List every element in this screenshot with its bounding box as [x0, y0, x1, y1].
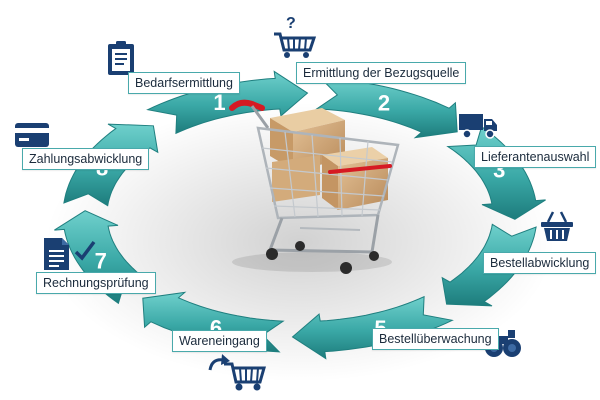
- step-label-bezugsquelle: Ermittlung der Bezugsquelle: [296, 62, 467, 84]
- step-label-rechnungspruefung: Rechnungsprüfung: [36, 272, 156, 294]
- truck-icon: [459, 114, 497, 139]
- document-check-icon: [44, 238, 96, 270]
- cycle-arrow-segment: [315, 77, 458, 139]
- cart-question-icon: ?: [274, 15, 317, 58]
- credit-card-icon: [15, 123, 49, 147]
- step-number: 7: [95, 249, 107, 274]
- clipboard-icon: [108, 41, 134, 75]
- step-label-bestellabwicklung: Bestellabwicklung: [483, 252, 597, 274]
- step-label-bestellueberwachung: Bestellüberwachung: [372, 328, 499, 350]
- step-label-wareneingang: Wareneingang: [172, 330, 267, 352]
- step-number: 1: [213, 90, 225, 115]
- shopping-cart-illustration: [229, 99, 400, 274]
- step-number: 2: [378, 91, 390, 116]
- step-label-lieferantenauswahl: Lieferantenauswahl: [474, 146, 597, 168]
- cart-return-icon: [208, 354, 266, 391]
- basket-icon: [541, 211, 573, 241]
- step-label-bedarfsermittlung: Bedarfsermittlung: [128, 72, 240, 94]
- svg-text:?: ?: [286, 15, 296, 32]
- step-label-zahlungsabwicklung: Zahlungsabwicklung: [22, 148, 150, 170]
